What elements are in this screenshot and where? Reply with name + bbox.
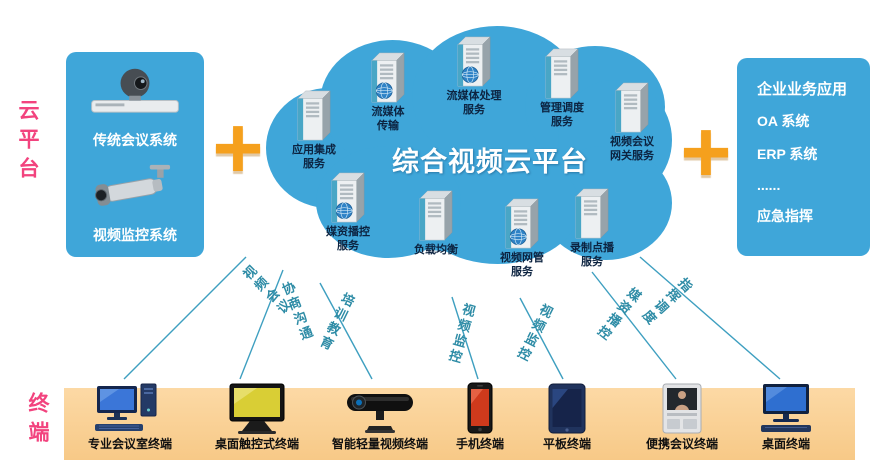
link-label: 视频监控 bbox=[444, 301, 478, 367]
terminal-label: 桌面终端 bbox=[761, 437, 810, 451]
server-icon bbox=[419, 190, 453, 241]
legacy-systems-panel: 传统会议系统 视频监控系统 bbox=[66, 52, 204, 257]
terminal-label: 专业会议室终端 bbox=[87, 437, 172, 451]
server-globe-icon bbox=[371, 52, 405, 103]
server-node-video-network-mgmt: 视频网管 服务 bbox=[486, 198, 558, 280]
business-app-item: ERP 系统 bbox=[757, 146, 818, 162]
desktop-terminal-icon bbox=[741, 382, 831, 434]
tablet-terminal-icon bbox=[522, 382, 612, 434]
legacy-item-label: 传统会议系统 bbox=[93, 131, 177, 148]
terminal-phone: 手机终端 bbox=[425, 382, 535, 452]
server-label: 视频会议 网关服务 bbox=[610, 136, 654, 163]
terminal-label: 平板终端 bbox=[542, 437, 591, 451]
terminal-label: 手机终端 bbox=[455, 437, 504, 451]
server-label: 媒资播控 服务 bbox=[326, 226, 370, 253]
server-node-media-asset-control: 媒资播控 服务 bbox=[312, 172, 384, 254]
server-label: 流媒体 传输 bbox=[371, 106, 405, 133]
link-line bbox=[123, 256, 247, 380]
video-camera-terminal-icon bbox=[335, 382, 425, 434]
server-node-stream-transport: 流媒体 传输 bbox=[352, 52, 424, 134]
terminal-label: 便携会议终端 bbox=[645, 437, 718, 451]
server-icon bbox=[297, 90, 331, 141]
server-node-conference-gateway: 视频会议 网关服务 bbox=[596, 82, 668, 164]
server-node-record-vod: 录制点播 服务 bbox=[556, 188, 628, 270]
business-apps-panel: 企业业务应用 OA 系统 ERP 系统 ...... 应急指挥 bbox=[737, 58, 870, 256]
business-apps-title: 企业业务应用 bbox=[757, 81, 848, 98]
server-globe-icon bbox=[331, 172, 365, 223]
server-label: 负载均衡 bbox=[414, 244, 458, 256]
terminal-smart-video: 智能轻量视频终端 bbox=[325, 382, 435, 452]
surveillance-camera-image bbox=[95, 165, 171, 207]
plus-sign-right: + bbox=[680, 102, 732, 201]
business-app-item: 应急指挥 bbox=[757, 208, 813, 224]
link-label: 视频监控 bbox=[512, 301, 556, 365]
server-node-stream-processing: 流媒体处理 服务 bbox=[438, 36, 510, 118]
cloud-platform-axis-label: 云平台 bbox=[16, 99, 39, 186]
server-label: 录制点播 服务 bbox=[570, 242, 614, 269]
business-app-item: ...... bbox=[757, 177, 781, 193]
server-icon bbox=[615, 82, 649, 133]
terminal-tablet: 平板终端 bbox=[512, 382, 622, 452]
link-label: 培训教育 bbox=[315, 289, 357, 355]
server-node-load-balancing: 负载均衡 bbox=[400, 190, 472, 257]
server-icon bbox=[575, 188, 609, 239]
server-label: 视频网管 服务 bbox=[500, 252, 544, 279]
link-label: 指挥调度 bbox=[637, 274, 695, 328]
terminal-label: 智能轻量视频终端 bbox=[331, 437, 428, 451]
server-icon bbox=[545, 48, 579, 99]
portable-terminal-icon bbox=[637, 382, 727, 434]
terminal-conference-room: 专业会议室终端 bbox=[75, 382, 185, 452]
terminal-bar bbox=[64, 388, 855, 460]
server-node-management-dispatch: 管理调度 服务 bbox=[526, 48, 598, 130]
terminal-desktop: 桌面终端 bbox=[731, 382, 841, 452]
server-label: 应用集成 服务 bbox=[292, 144, 336, 171]
legacy-item-label: 视频监控系统 bbox=[93, 226, 177, 243]
phone-terminal-icon bbox=[435, 382, 525, 434]
touch-terminal-icon bbox=[212, 382, 302, 434]
server-globe-icon bbox=[457, 36, 491, 87]
terminal-portable-conference: 便携会议终端 bbox=[627, 382, 737, 452]
server-label: 管理调度 服务 bbox=[540, 102, 584, 129]
plus-sign-left: + bbox=[212, 98, 264, 197]
terminal-touch-desktop: 桌面触控式终端 bbox=[202, 382, 312, 452]
terminal-label: 桌面触控式终端 bbox=[214, 437, 299, 451]
cloud-title: 综合视频云平台 bbox=[392, 147, 588, 177]
business-app-item: OA 系统 bbox=[757, 113, 810, 129]
server-globe-icon bbox=[505, 198, 539, 249]
server-label: 流媒体处理 服务 bbox=[446, 90, 502, 117]
server-node-app-integration: 应用集成 服务 bbox=[278, 90, 350, 172]
terminal-axis-label: 终端 bbox=[26, 392, 49, 450]
conference-room-terminal-icon bbox=[85, 382, 175, 434]
conference-camera-image bbox=[91, 68, 179, 113]
